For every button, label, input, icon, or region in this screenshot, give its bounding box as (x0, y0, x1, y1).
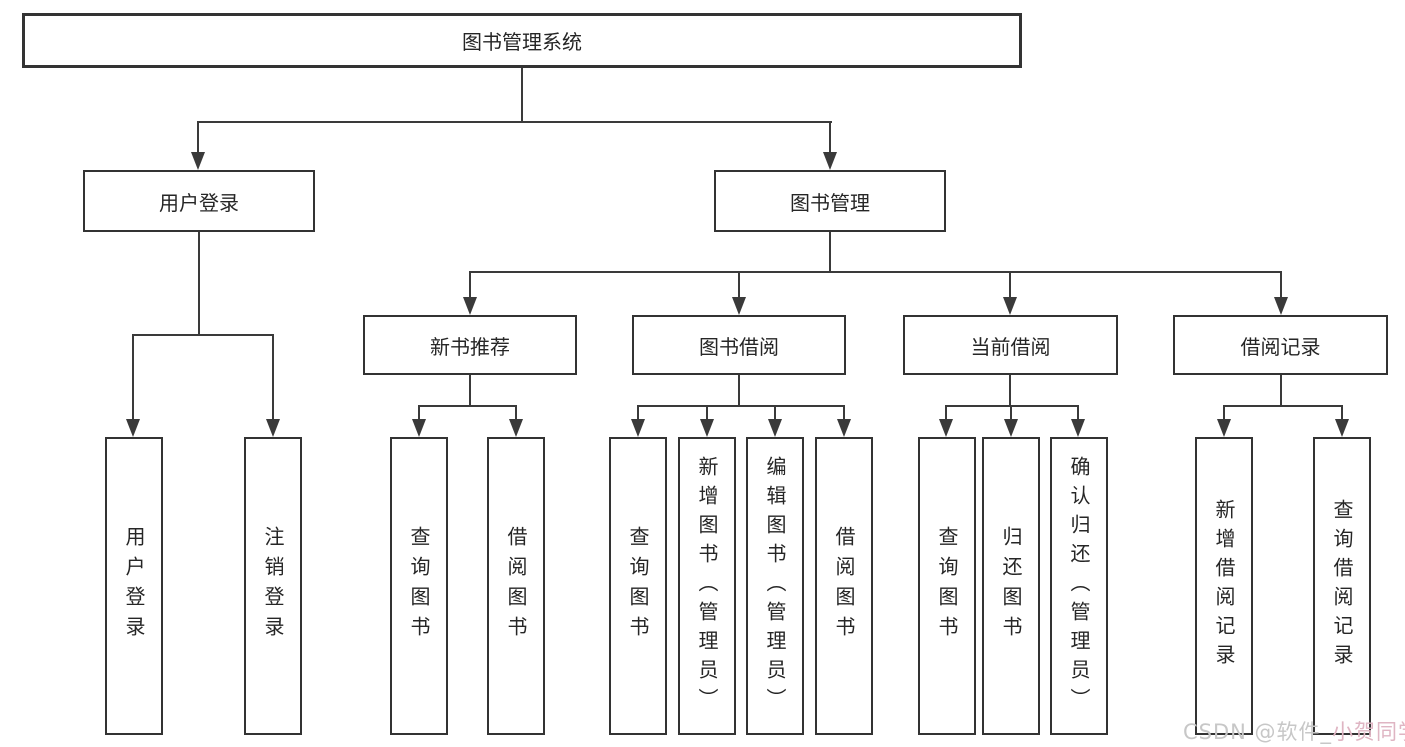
arrowhead-icon (768, 419, 782, 437)
connector-line (738, 375, 740, 407)
connector-line (132, 334, 134, 420)
connector-line (1010, 405, 1012, 420)
connector-line (272, 334, 274, 420)
leaf-confirm-return-admin-label: 确认归还（管理员） (1067, 455, 1091, 717)
connector-line (515, 405, 517, 420)
connector-line (197, 121, 199, 153)
connector-line (1009, 375, 1011, 407)
arrowhead-icon (191, 152, 205, 170)
connector-line (132, 334, 274, 336)
node-user-login-label: 用户登录 (159, 190, 239, 215)
arrowhead-icon (1003, 297, 1017, 315)
arrowhead-icon (732, 297, 746, 315)
node-borrow-records-label: 借阅记录 (1240, 334, 1321, 359)
connector-line (1077, 405, 1079, 420)
leaf-query-books-3: 查询图书 (918, 437, 976, 735)
arrowhead-icon (939, 419, 953, 437)
connector-line (521, 68, 523, 122)
arrowhead-icon (1071, 419, 1085, 437)
arrowhead-icon (463, 297, 477, 315)
node-book-management: 图书管理 (714, 170, 946, 232)
connector-line (774, 405, 776, 420)
connector-line (1341, 405, 1343, 420)
connector-line (470, 271, 1282, 273)
node-user-login: 用户登录 (83, 170, 315, 232)
leaf-query-books-1: 查询图书 (390, 437, 448, 735)
watermark: CSDN @软件_小贺同学 (1183, 716, 1405, 746)
connector-line (1280, 375, 1282, 407)
arrowhead-icon (631, 419, 645, 437)
connector-line (1223, 405, 1225, 420)
connector-line (706, 405, 708, 420)
leaf-query-borrow-record: 查询借阅记录 (1313, 437, 1371, 735)
leaf-query-borrow-record-label: 查询借阅记录 (1330, 499, 1354, 673)
leaf-query-books-2: 查询图书 (609, 437, 667, 735)
leaf-return-books: 归还图书 (982, 437, 1040, 735)
leaf-query-books-3-label: 查询图书 (935, 526, 959, 646)
arrowhead-icon (509, 419, 523, 437)
arrowhead-icon (1274, 297, 1288, 315)
node-book-management-label: 图书管理 (790, 190, 870, 215)
arrowhead-icon (1335, 419, 1349, 437)
arrowhead-icon (823, 152, 837, 170)
connector-line (418, 405, 420, 420)
leaf-confirm-return-admin: 确认归还（管理员） (1050, 437, 1108, 735)
connector-line (843, 405, 845, 420)
connector-line (945, 405, 1079, 407)
connector-line (829, 232, 831, 273)
node-borrow-records: 借阅记录 (1173, 315, 1388, 375)
watermark-prefix: CSDN @软件_ (1183, 720, 1333, 744)
leaf-add-borrow-record: 新增借阅记录 (1195, 437, 1253, 735)
connector-line (637, 405, 639, 420)
node-new-book-recommend: 新书推荐 (363, 315, 577, 375)
node-current-borrow-label: 当前借阅 (970, 334, 1051, 359)
leaf-add-borrow-record-label: 新增借阅记录 (1212, 499, 1236, 673)
node-root-label: 图书管理系统 (462, 30, 582, 54)
arrowhead-icon (266, 419, 280, 437)
connector-line (469, 375, 471, 407)
leaf-borrow-books-1: 借阅图书 (487, 437, 545, 735)
connector-line (469, 271, 471, 298)
arrowhead-icon (412, 419, 426, 437)
connector-line (637, 405, 845, 407)
node-current-borrow: 当前借阅 (903, 315, 1118, 375)
leaf-logout-label: 注销登录 (261, 526, 285, 646)
leaf-add-books-admin-label: 新增图书（管理员） (695, 455, 719, 717)
connector-line (198, 232, 200, 336)
leaf-user-login: 用户登录 (105, 437, 163, 735)
connector-line (1009, 271, 1011, 298)
connector-line (1223, 405, 1343, 407)
connector-line (418, 405, 517, 407)
leaf-query-books-1-label: 查询图书 (407, 526, 431, 646)
connector-line (1280, 271, 1282, 298)
node-new-book-recommend-label: 新书推荐 (430, 334, 510, 359)
connector-line (945, 405, 947, 420)
connector-line (829, 121, 831, 153)
leaf-user-login-label: 用户登录 (122, 526, 146, 646)
leaf-edit-books-admin-label: 编辑图书（管理员） (763, 455, 787, 717)
leaf-query-books-2-label: 查询图书 (626, 526, 650, 646)
arrowhead-icon (1004, 419, 1018, 437)
node-book-borrow-label: 图书借阅 (699, 334, 779, 359)
arrowhead-icon (837, 419, 851, 437)
connector-line (738, 271, 740, 298)
node-book-borrow: 图书借阅 (632, 315, 846, 375)
arrowhead-icon (126, 419, 140, 437)
leaf-return-books-label: 归还图书 (999, 526, 1023, 646)
leaf-logout: 注销登录 (244, 437, 302, 735)
arrowhead-icon (1217, 419, 1231, 437)
leaf-borrow-books-1-label: 借阅图书 (504, 526, 528, 646)
node-root-library-system: 图书管理系统 (22, 13, 1022, 68)
watermark-name: 小贺同学 (1332, 720, 1405, 744)
leaf-borrow-books-2-label: 借阅图书 (832, 526, 856, 646)
leaf-edit-books-admin: 编辑图书（管理员） (746, 437, 804, 735)
connector-line (198, 121, 832, 123)
leaf-borrow-books-2: 借阅图书 (815, 437, 873, 735)
arrowhead-icon (700, 419, 714, 437)
leaf-add-books-admin: 新增图书（管理员） (678, 437, 736, 735)
